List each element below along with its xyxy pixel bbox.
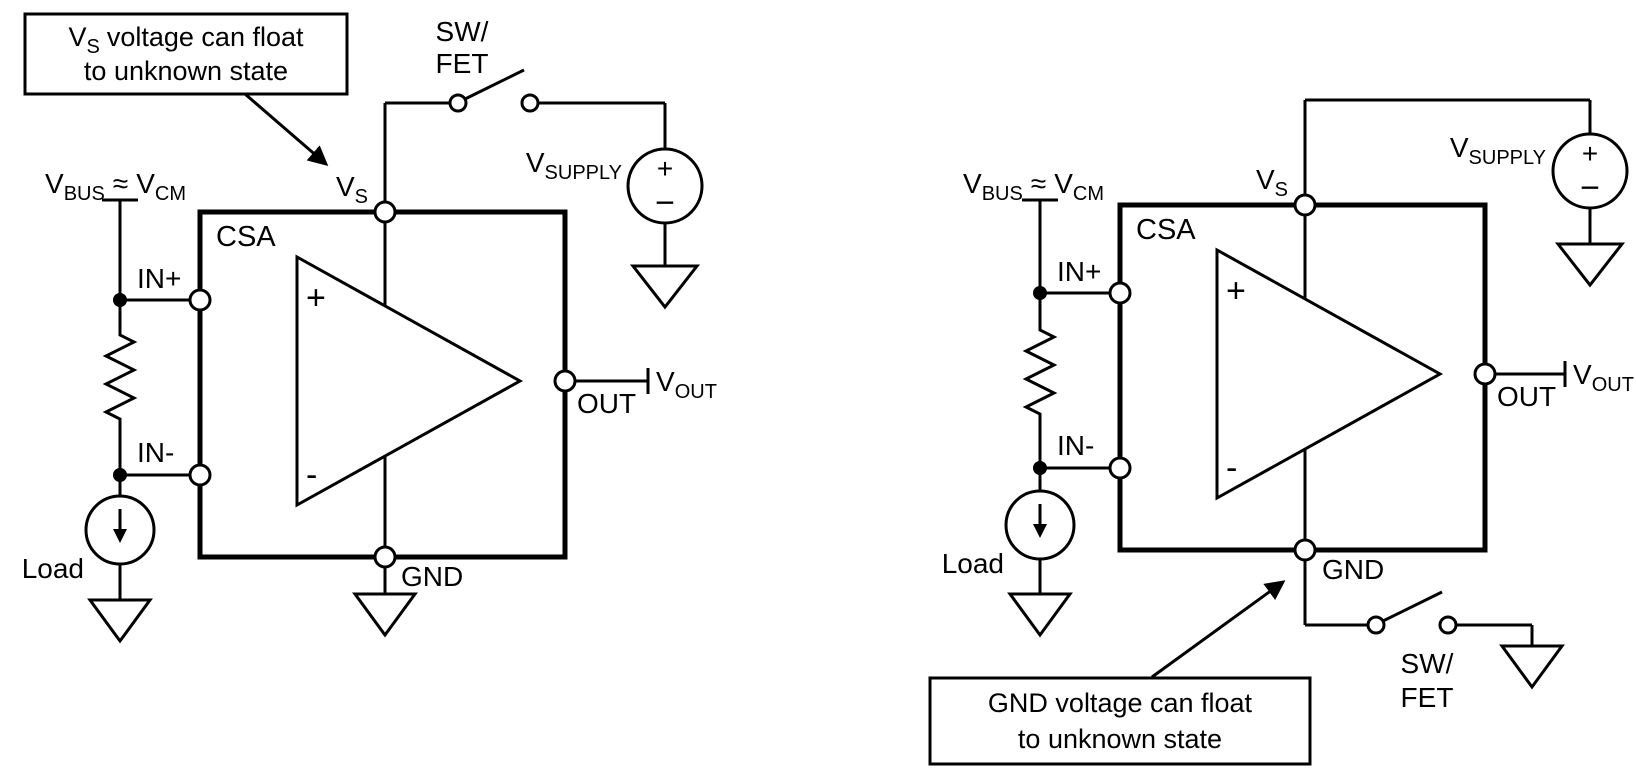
ground-symbol-switch [1499, 644, 1565, 690]
switch-contact-right [520, 93, 540, 113]
pin-out [1473, 362, 1497, 386]
pin-in-minus [1108, 456, 1132, 480]
opamp-minus-label: - [306, 456, 317, 494]
opamp-minus-label: - [1226, 449, 1237, 487]
callout-line2: to unknown state [84, 56, 288, 86]
in-plus-label: IN+ [1057, 256, 1101, 287]
switch-lever [1382, 590, 1443, 623]
load-label: Load [942, 548, 1004, 579]
bus-node-in-minus [1033, 461, 1047, 475]
switch-lever [464, 68, 525, 101]
vs-pin-label: VS [1256, 164, 1288, 201]
opamp-plus-label: + [1226, 272, 1246, 310]
vsupply-minus-sign: − [1580, 169, 1600, 207]
switch-label-line1: SW/ [436, 16, 489, 47]
load-current-source [84, 494, 156, 644]
ground-symbol-load [1007, 592, 1073, 638]
switch-label-line1: SW/ [1401, 648, 1454, 679]
vsupply-minus-sign: − [655, 184, 675, 222]
switch-contact-left [448, 93, 468, 113]
callout-line1: GND voltage can float [988, 688, 1253, 718]
switch-label-line2: FET [436, 48, 489, 79]
vsupply-label: VSUPPLY [1450, 132, 1546, 169]
left-circuit: CSA + - SW/ FET + − VSUPPLY VBUS≈VCM [22, 12, 717, 644]
callout-arrow [244, 92, 329, 166]
vsupply-source: + − [1551, 132, 1629, 288]
callout-arrow [1151, 580, 1286, 679]
vsupply-circle [1551, 132, 1629, 210]
gnd-float-callout: GND voltage can float to unknown state [928, 580, 1312, 766]
pin-in-plus [188, 288, 212, 312]
pin-vs [373, 200, 397, 224]
callout-box [23, 12, 349, 96]
bus-node-in-plus [113, 293, 127, 307]
vsupply-plus-sign: + [1582, 138, 1598, 169]
in-plus-label: IN+ [137, 263, 181, 294]
csa-label: CSA [216, 221, 276, 253]
pin-gnd [1293, 538, 1317, 562]
ground-symbol-supply [629, 264, 701, 310]
vout-label: VOUT [656, 366, 717, 403]
in-minus-label: IN- [1057, 430, 1094, 461]
bus-node-in-plus [1033, 286, 1047, 300]
out-pin-label: OUT [1497, 381, 1556, 412]
pin-out [553, 369, 577, 393]
opamp-triangle [1215, 247, 1444, 501]
ground-symbol-load [87, 598, 153, 644]
in-minus-label: IN- [137, 437, 174, 468]
shunt-resistor [1022, 323, 1058, 419]
gnd-pin-label: GND [1322, 554, 1384, 585]
load-current-source [1004, 489, 1076, 638]
ground-symbol-gnd-pin [352, 592, 418, 638]
vsupply-source: + − [626, 147, 704, 310]
switch-contact-right [1438, 615, 1458, 635]
load-label: Load [22, 553, 84, 584]
csa-label: CSA [1136, 214, 1196, 246]
pin-in-minus [188, 463, 212, 487]
right-circuit: CSA + - + − VSUPPLY VBUS≈VCM Load [928, 98, 1634, 766]
shunt-resistor [102, 328, 138, 424]
ground-symbol-supply [1554, 242, 1626, 288]
vbus-label: VBUS≈VCM [963, 168, 1104, 205]
switch-label-line2: FET [1401, 682, 1454, 713]
vout-label: VOUT [1573, 359, 1634, 396]
callout-box [928, 676, 1312, 766]
pin-vs [1293, 193, 1317, 217]
vsupply-label: VSUPPLY [526, 147, 622, 184]
callout-line2: to unknown state [1018, 724, 1222, 754]
out-pin-label: OUT [577, 388, 636, 419]
vbus-label: VBUS≈VCM [45, 168, 186, 205]
pin-in-plus [1108, 281, 1132, 305]
opamp-plus-label: + [306, 279, 326, 317]
opamp-triangle [295, 254, 524, 508]
ground-switch [1366, 590, 1565, 690]
vsupply-plus-sign: + [657, 153, 673, 184]
pin-gnd [373, 545, 397, 569]
gnd-pin-label: GND [401, 561, 463, 592]
vs-pin-label: VS [336, 171, 368, 208]
switch-contact-left [1366, 615, 1386, 635]
bus-node-in-minus [113, 468, 127, 482]
supply-switch [448, 68, 540, 113]
vsupply-circle [626, 147, 704, 225]
